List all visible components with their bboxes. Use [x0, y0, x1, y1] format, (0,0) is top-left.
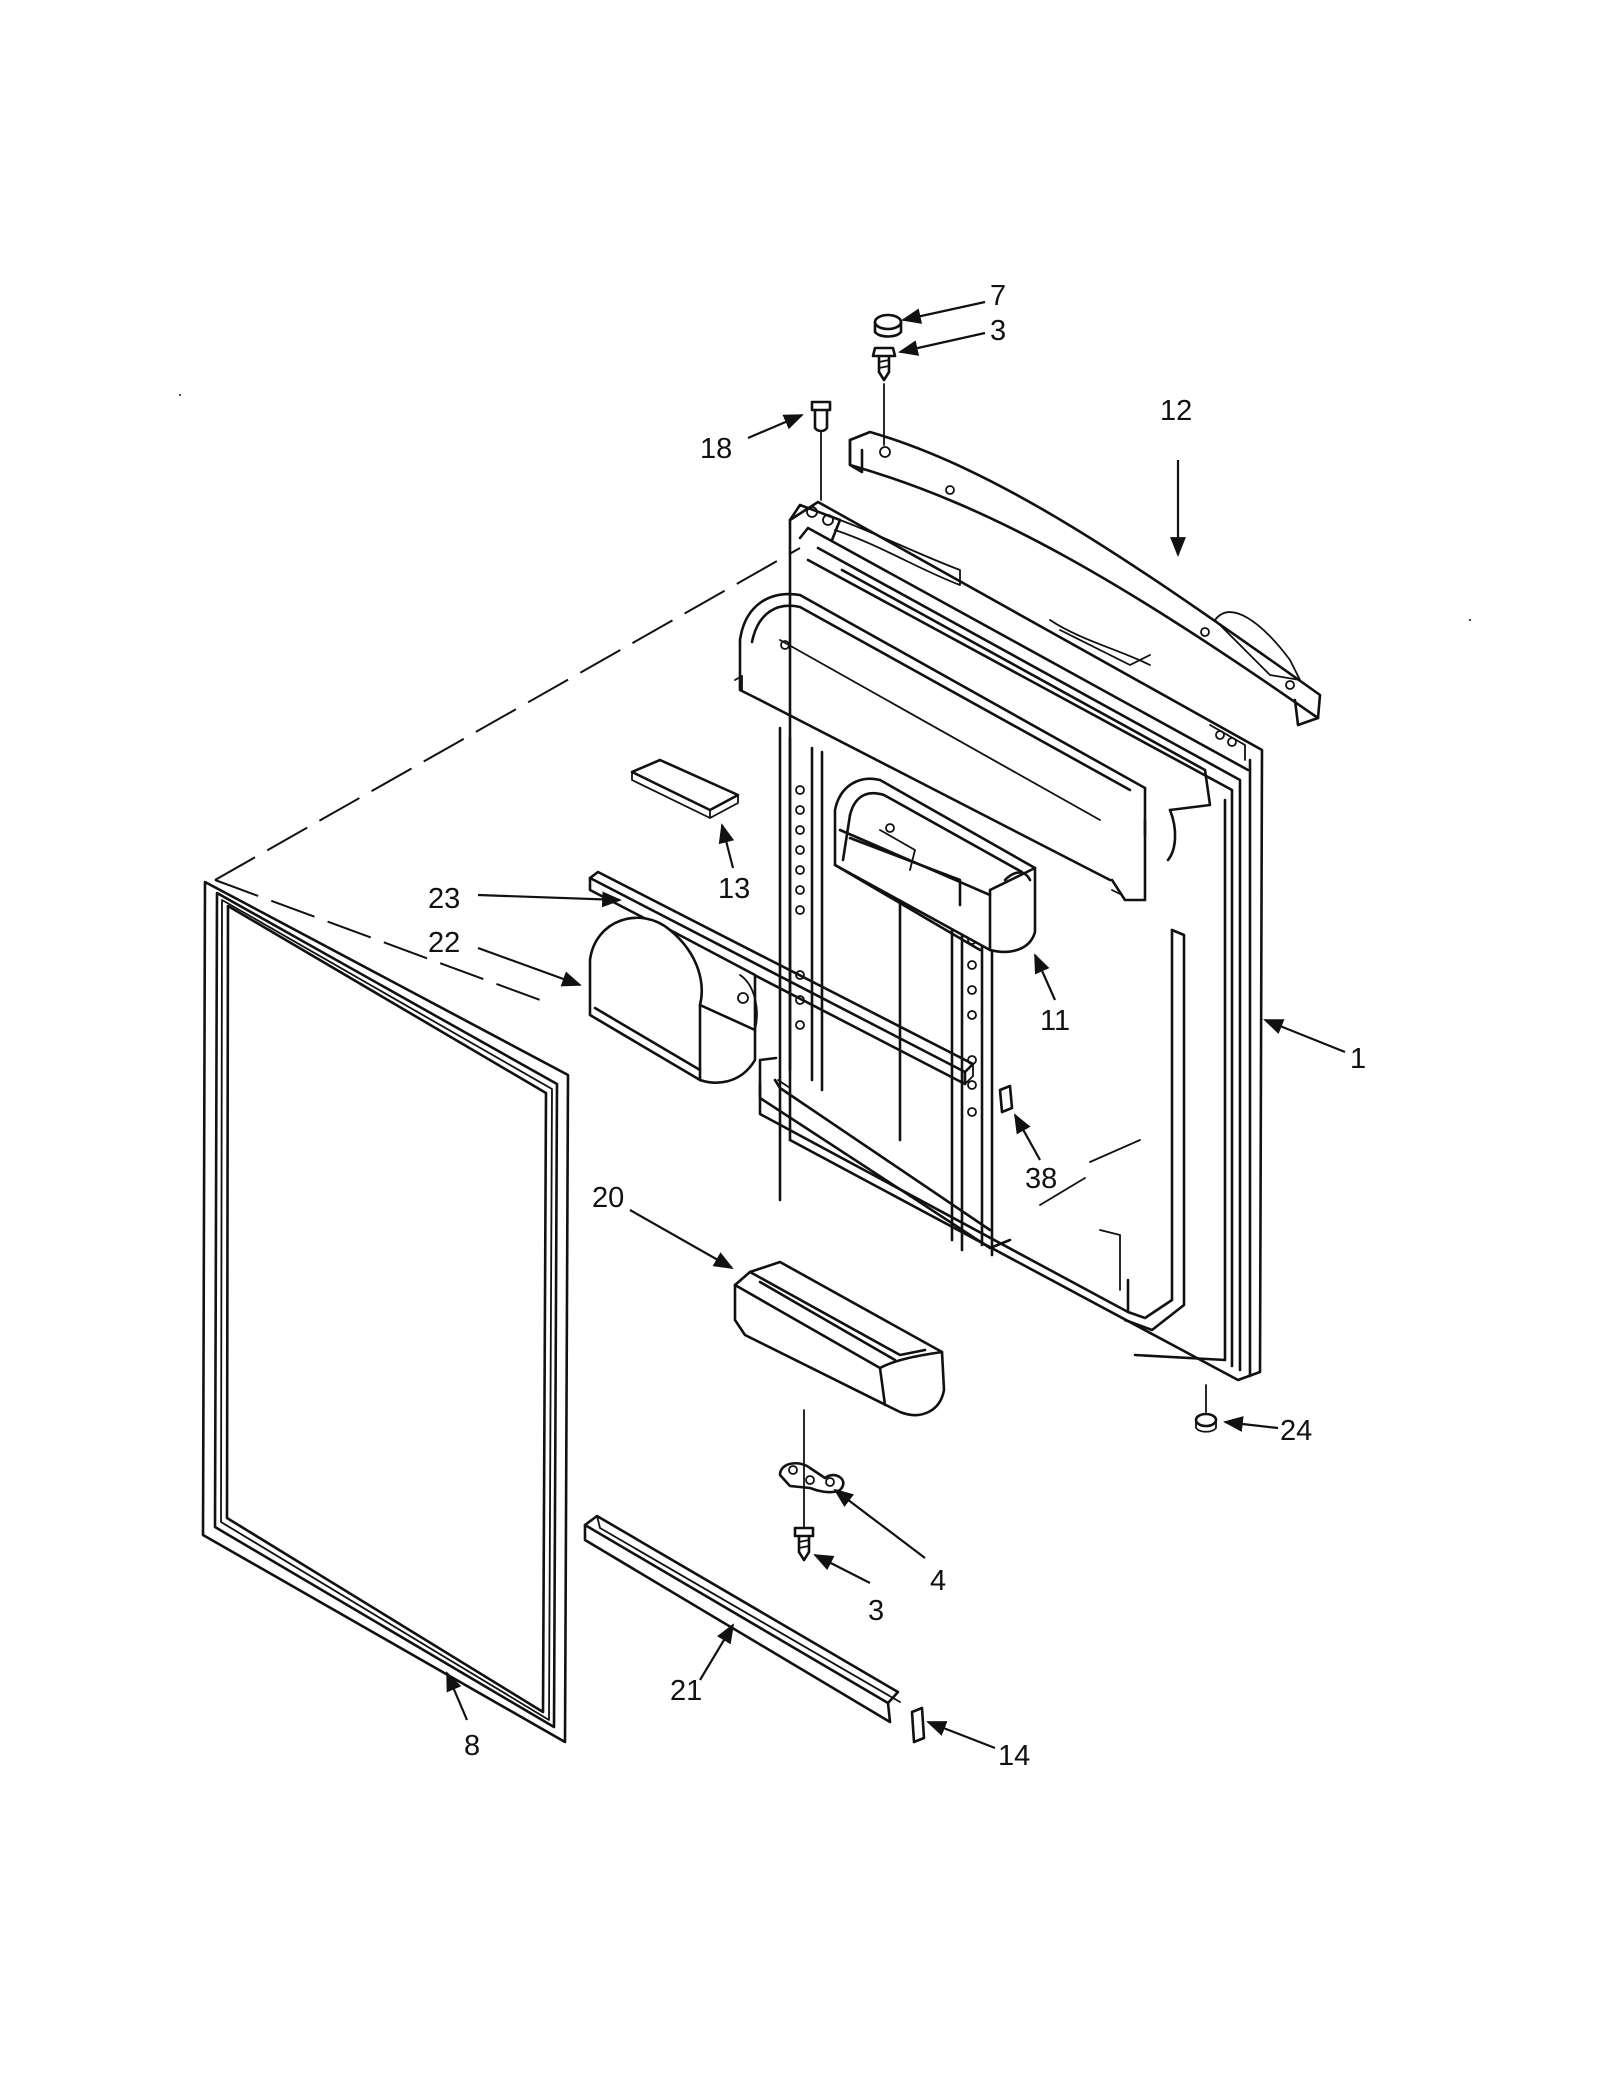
callout-1: 1: [1350, 1043, 1366, 1075]
top-hinge-cap: [873, 313, 903, 338]
hinge-screw-bottom: [793, 1409, 815, 1562]
shelf-peg-holes-right: [967, 935, 977, 1117]
shelf-retainer-clip: [998, 1084, 1014, 1114]
hinge-screw-top: [871, 346, 897, 446]
callout-14: 14: [998, 1740, 1030, 1772]
callout-11: 11: [1040, 1005, 1070, 1037]
callout-4: 4: [930, 1565, 946, 1597]
bottom-hinge: [778, 1461, 845, 1494]
callout-18: 18: [700, 433, 732, 465]
callout-21: 21: [670, 1675, 702, 1707]
butter-tray: [630, 758, 740, 819]
callout-7: 7: [990, 280, 1006, 312]
door-top-hinge-area: [788, 503, 1246, 761]
callout-24: 24: [1280, 1415, 1312, 1447]
callout-23: 23: [428, 883, 460, 915]
callout-38: 38: [1025, 1163, 1057, 1195]
leader-lines: [445, 300, 1346, 1750]
shelf-rail-bar: [588, 870, 975, 1086]
callout-3-top: 3: [990, 315, 1006, 347]
door-bin-bottom: [733, 1260, 946, 1417]
door-bottom-bushing: [1194, 1384, 1218, 1433]
upper-door-shelf: [734, 592, 1147, 902]
callout-20: 20: [592, 1182, 624, 1214]
door-gasket: [201, 880, 570, 1744]
door-bin-upper: [833, 777, 1037, 954]
callout-labels: 7 3 12 18 13 23 22 11 1 38 20 24 4 3 21 …: [428, 280, 1366, 1772]
callout-12: 12: [1160, 395, 1192, 427]
cabinet-outline: [214, 547, 801, 1001]
shelf-peg-holes-left: [795, 785, 805, 1030]
hinge-pin: [810, 400, 832, 501]
callout-8: 8: [464, 1730, 480, 1762]
callout-3-bottom: 3: [868, 1595, 884, 1627]
callout-22: 22: [428, 927, 460, 959]
hinge-cover: [848, 430, 1322, 727]
scan-specks: [179, 394, 1471, 621]
bottom-trim-strip: [583, 1514, 901, 1724]
trim-end-clip: [910, 1706, 926, 1744]
callout-13: 13: [718, 873, 750, 905]
door-bin-small: [588, 916, 758, 1084]
